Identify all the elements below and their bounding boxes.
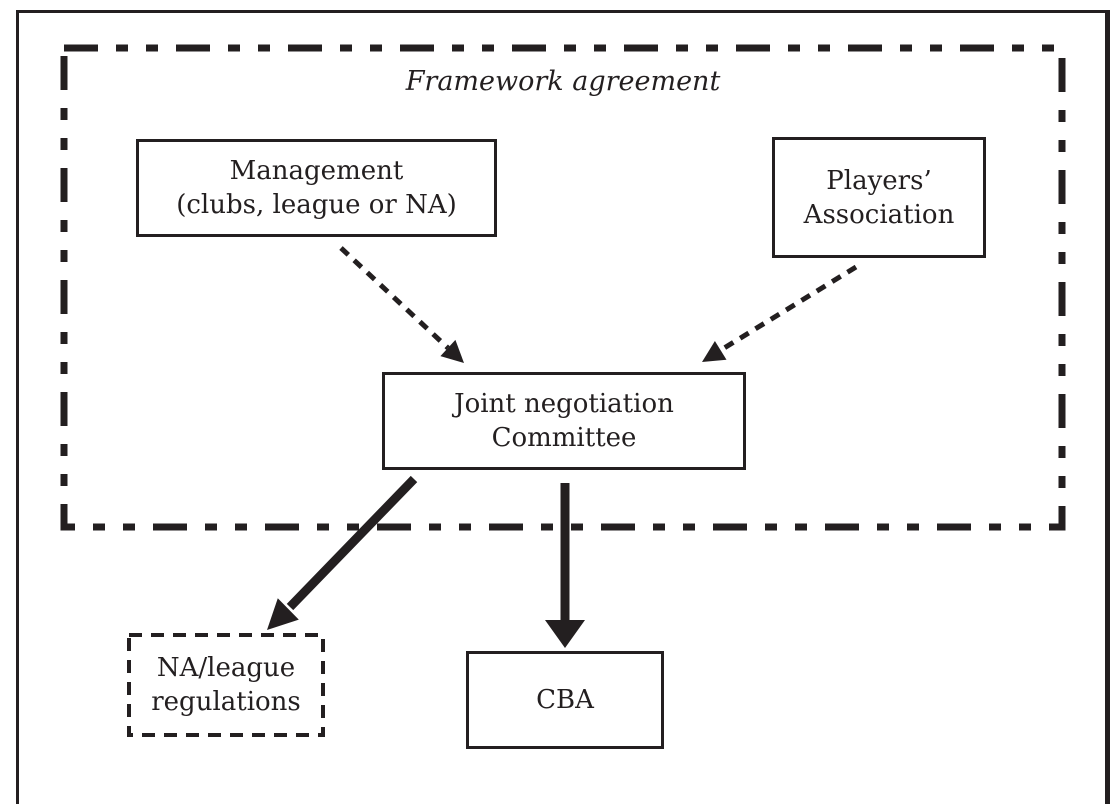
node-na-line1: NA/league (156, 653, 296, 683)
node-players-line1: Players’ (826, 165, 932, 196)
outer-frame (16, 10, 1110, 804)
node-joint-negotiation-committee: Joint negotiation Committee (382, 372, 746, 470)
node-management: Management (clubs, league or NA) (136, 139, 497, 237)
framework-agreement-label: Framework agreement (405, 66, 721, 97)
node-cba-line1: CBA (536, 685, 594, 715)
node-management-line2: (clubs, league or NA) (176, 190, 457, 220)
arrow-players-to-jnc (702, 264, 858, 362)
node-players-line2: Association (803, 199, 955, 230)
node-cba: CBA (466, 651, 664, 749)
arrow-jnc-to-regulations (267, 475, 418, 630)
arrow-management-to-jnc (339, 246, 464, 363)
node-jnc-line1: Joint negotiation (454, 389, 674, 419)
node-management-line1: Management (229, 156, 404, 186)
node-na-league-regulations: NA/league regulations (129, 635, 323, 735)
na-regulations-box-border (127, 633, 325, 737)
node-jnc-line2: Committee (491, 423, 637, 453)
framework-boundary (60, 44, 1066, 531)
node-players-association: Players’ Association (772, 137, 986, 258)
node-na-line2: regulations (151, 687, 301, 717)
arrow-jnc-to-cba (545, 483, 585, 648)
